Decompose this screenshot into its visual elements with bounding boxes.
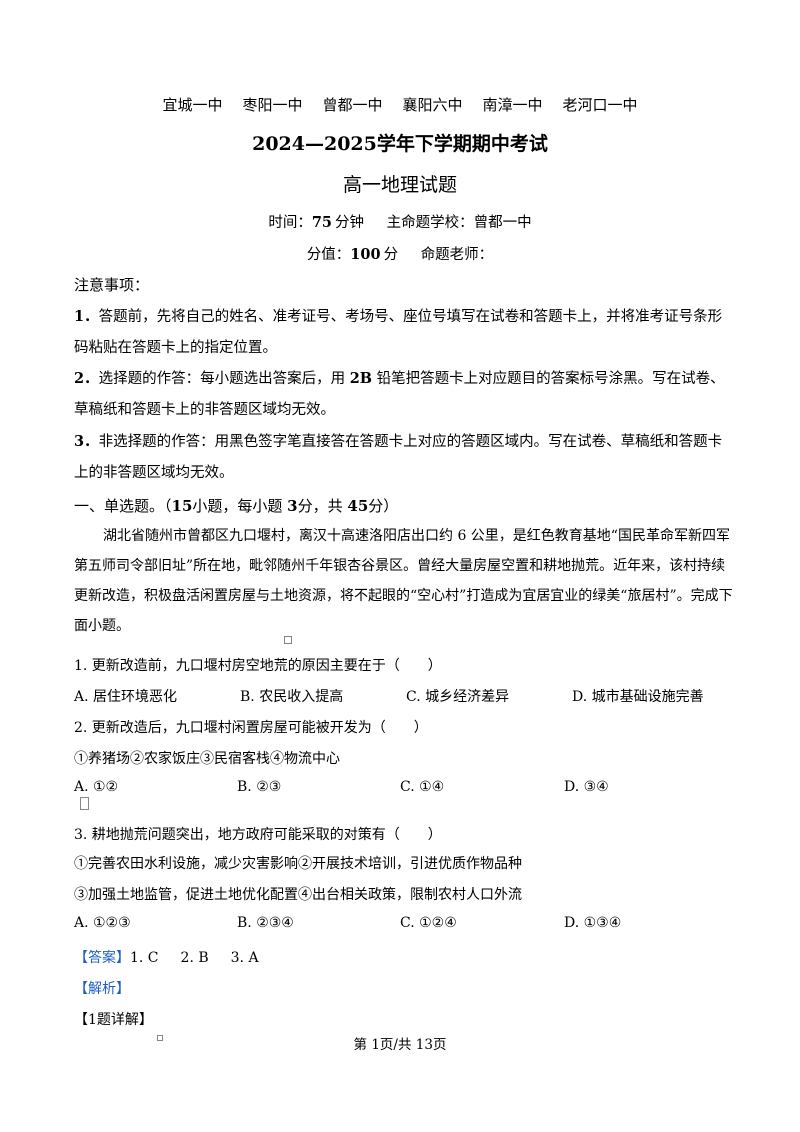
question-1-option-a: A. 居住环境恶化 <box>74 689 178 705</box>
box-mark <box>157 1035 163 1041</box>
section-heading: 一、单选题。（15小题，每小题 3分，共 45分） <box>74 497 399 515</box>
question-1-option-d: D. 城市基础设施完善 <box>572 689 704 705</box>
exam-title: 2024—2025学年下学期期中考试 <box>252 133 548 155</box>
school-info: 主命题学校：曾都一中 <box>386 215 532 231</box>
question-1-option-c: C. 城乡经济差异 <box>406 689 510 705</box>
answer-line: 【答案】1. C 2. B 3. A <box>74 947 259 967</box>
answer-label: 【答案】 <box>74 950 130 966</box>
school-name: 宜城一中 <box>162 96 223 114</box>
school-list: 宜城一中 枣阳一中 曾都一中 襄阳六中 南漳一中 老河口一中 <box>0 94 800 115</box>
notice-item-3: 3．非选择题的作答：用黑色签字笔直接答在答题卡上对应的答题区域内。写在试卷、草稿… <box>74 433 723 481</box>
time-value: 75 <box>311 214 333 231</box>
exam-subtitle: 高一地理试题 <box>342 174 457 196</box>
page-footer: 第 1页/共 13页 <box>353 1037 447 1053</box>
question-3-choices-2: ③加强土地监管，促进土地优化配置④出台相关政策，限制农村人口外流 <box>74 887 522 903</box>
question-2-option-d: D. ③④ <box>564 779 609 795</box>
school-name: 曾都一中 <box>322 96 383 114</box>
answer-value: 2. B <box>180 950 209 966</box>
question-3-option-c: C. ①②④ <box>400 915 457 931</box>
teacher-info: 命题老师： <box>420 247 494 263</box>
answer-value: 3. A <box>230 950 259 966</box>
notice-item-1: 1．答题前，先将自己的姓名、准考证号、考场号、座位号填写在试卷和答题卡上，并将准… <box>74 308 723 356</box>
school-name: 枣阳一中 <box>242 96 303 114</box>
score-value: 100 <box>350 246 381 263</box>
answer-value: 1. C <box>130 950 159 966</box>
school-name: 襄阳六中 <box>402 96 463 114</box>
notice-heading: 注意事项： <box>74 276 150 294</box>
question-2-choices: ①养猪场②农家饭庄③民宿客栈④物流中心 <box>74 751 340 767</box>
box-mark <box>80 797 89 810</box>
question-3-choices-1: ①完善农田水利设施，减少灾害影响②开展技术培训，引进优质作物品种 <box>74 856 522 872</box>
question-3-option-a: A. ①②③ <box>74 915 131 931</box>
question-3-option-d: D. ①③④ <box>564 915 622 931</box>
question-2-option-b: B. ②③ <box>237 779 282 795</box>
question-1-stem: 1. 更新改造前，九口堰村房空地荒的原因主要在于（ ） <box>74 658 442 674</box>
box-mark <box>284 636 292 644</box>
school-name: 南漳一中 <box>482 96 543 114</box>
reading-passage: 湖北省随州市曾都区九口堰村，离汉十高速洛阳店出口约 6 公里，是红色教育基地“国… <box>74 528 733 634</box>
detail-label: 【1题详解】 <box>74 1012 153 1028</box>
analysis-label: 【解析】 <box>74 981 130 997</box>
question-3-option-b: B. ②③④ <box>237 915 294 931</box>
notice-item-2: 2．选择题的作答：每小题选出答案后，用 2B 铅笔把答题卡上对应题目的答案标号涂… <box>74 370 725 418</box>
school-name: 老河口一中 <box>562 96 638 114</box>
question-3-stem: 3. 耕地抛荒问题突出，地方政府可能采取的对策有（ ） <box>74 827 442 843</box>
question-1-option-b: B. 农民收入提高 <box>240 689 344 705</box>
question-2-option-c: C. ①④ <box>400 779 445 795</box>
question-2-option-a: A. ①② <box>74 779 119 795</box>
question-2-stem: 2. 更新改造后，九口堰村闲置房屋可能被开发为（ ） <box>74 720 428 736</box>
